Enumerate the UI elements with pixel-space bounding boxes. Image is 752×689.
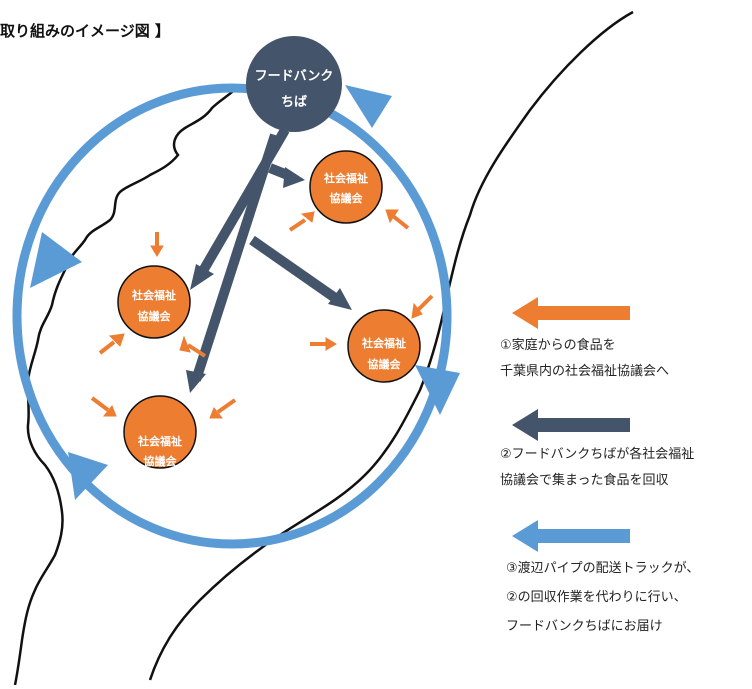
collect-arrowhead-1 <box>190 264 214 290</box>
diagram-title: 取り組みのイメージ図 】 <box>0 22 170 40</box>
hub-label-line1: フードバンク <box>255 69 334 84</box>
legend-2-line2: 協議会で集まった食品を回収 <box>500 473 669 488</box>
collect-arrow-shaft-2 <box>191 133 280 382</box>
legend-item-3: ③渡辺パイプの配送トラックが、 ②の回収作業を代わりに行い、 フードバンクちばに… <box>506 554 699 641</box>
council-2-line1: 社会福祉 <box>131 288 176 302</box>
legend-3-line1: ③渡辺パイプの配送トラックが、 <box>506 561 700 576</box>
council-4-line2: 協議会 <box>144 454 178 468</box>
delivery-cycle-ring <box>12 83 452 549</box>
council-2-line2: 協議会 <box>138 309 172 323</box>
legend-item-1: ①家庭からの食品を 千葉県内の社会福祉協議会へ <box>500 333 669 385</box>
collect-arrowhead-4 <box>328 288 352 310</box>
council-3-line2: 協議会 <box>368 357 402 371</box>
legend-arrow-orange <box>512 297 630 329</box>
legend-3-line3: フードバンクちばにお届け <box>506 619 663 634</box>
council-1-line1: 社会福祉 <box>323 171 368 185</box>
council-node-4: 社会福祉 協議会 <box>123 395 197 469</box>
map-outline <box>13 10 634 686</box>
legend-arrow-navy <box>512 409 630 441</box>
donation-arrows <box>90 209 434 419</box>
hub-node-circle <box>246 36 342 132</box>
collect-arrowhead-2 <box>186 370 206 393</box>
council-node-3: 社会福祉 協議会 <box>347 309 421 383</box>
ring-arrowhead-top-right <box>345 85 392 128</box>
ring-arrowhead-left <box>30 232 82 288</box>
legend-arrow-blue <box>512 520 630 552</box>
legend-3-line2: ②の回収作業を代わりに行い、 <box>506 590 687 605</box>
ring-arrowhead-bottom-left <box>68 452 108 500</box>
council-node-2: 社会福祉 協議会 <box>117 265 191 339</box>
legend-1-line1: ①家庭からの食品を <box>500 338 616 353</box>
council-1-line2: 協議会 <box>330 191 364 205</box>
council-node-1: 社会福祉 協議会 <box>309 150 383 224</box>
collect-arrow-shaft-4 <box>249 235 341 305</box>
council-4-line1: 社会福祉 <box>137 434 182 448</box>
legend-1-line2: 千葉県内の社会福祉協議会へ <box>500 364 670 379</box>
collect-arrowhead-3 <box>283 167 305 188</box>
council-3-line1: 社会福祉 <box>361 336 406 350</box>
hub-label-line2: ちば <box>281 95 307 110</box>
legend-item-2: ②フードバンクちばが各社会福祉 協議会で集まった食品を回収 <box>500 442 694 494</box>
legend-2-line1: ②フードバンクちばが各社会福祉 <box>500 447 695 462</box>
ring-arrowhead-right-bottom <box>415 365 460 415</box>
